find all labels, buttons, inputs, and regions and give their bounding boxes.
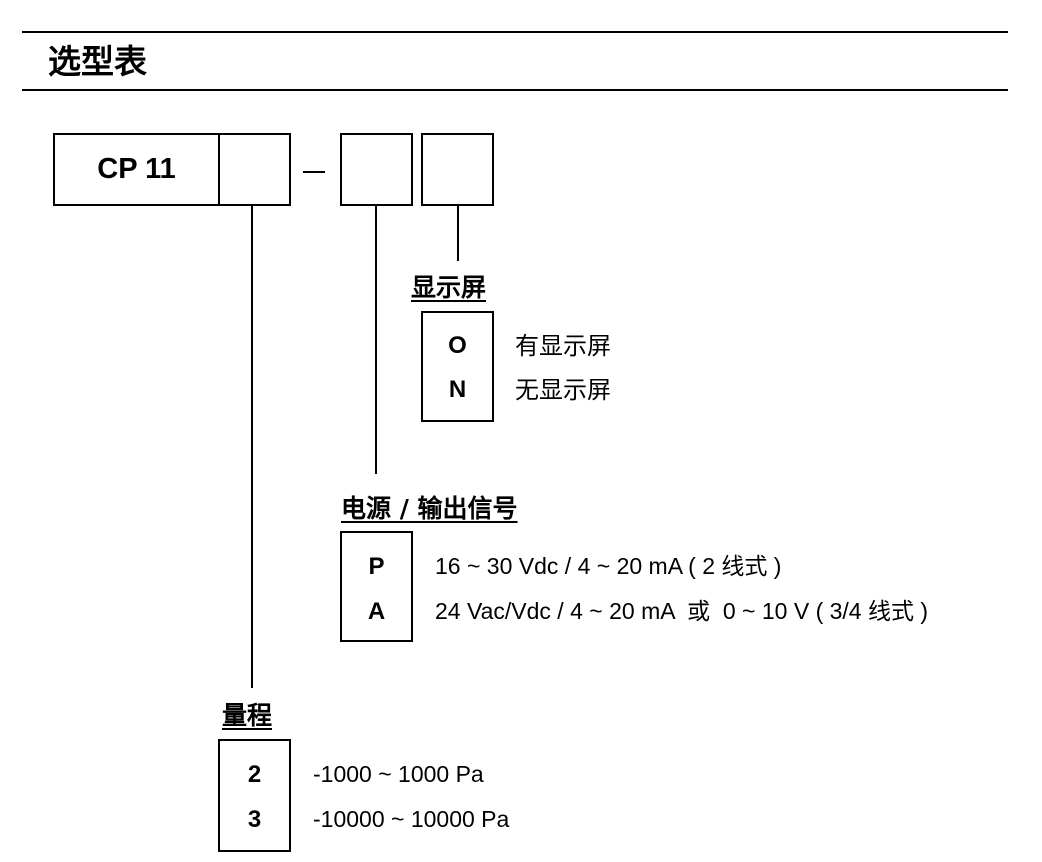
power-section-heading: 电源 / 输出信号 [341,494,518,523]
display-code-box: O N [421,311,494,422]
model-prefix-label: CP 11 [97,153,176,185]
power-code-p: P [368,553,385,580]
display-desc-n: 无显示屏 [515,376,611,404]
power-connector-line [375,206,377,474]
display-desc-o: 有显示屏 [515,332,611,360]
range-code-3: 3 [247,806,262,833]
top-rule [22,31,1008,33]
power-code-a: A [367,598,386,625]
range-desc-3: -10000 ~ 10000 Pa [313,806,510,832]
page-title: 选型表 [48,42,147,81]
display-code-n: N [448,376,467,403]
range-section-heading: 量程 [222,701,273,730]
display-code-slot [421,133,494,206]
title-underline-rule [22,89,1008,91]
range-code-2: 2 [247,761,262,788]
power-code-slot [340,133,413,206]
range-code-slot [218,133,291,206]
display-connector-line [457,206,459,261]
model-prefix-box: CP 11 [53,133,220,206]
range-connector-line [251,206,253,688]
range-code-box: 2 3 [218,739,291,852]
display-section-heading: 显示屏 [411,273,487,302]
power-desc-a: 24 Vac/Vdc / 4 ~ 20 mA 或 0 ~ 10 V ( 3/4 … [435,598,929,624]
power-code-box: P A [340,531,413,642]
power-desc-p: 16 ~ 30 Vdc / 4 ~ 20 mA ( 2 线式 ) [435,553,782,579]
range-desc-2: -1000 ~ 1000 Pa [313,761,484,787]
display-code-o: O [448,332,467,359]
model-separator-dash [303,171,325,173]
